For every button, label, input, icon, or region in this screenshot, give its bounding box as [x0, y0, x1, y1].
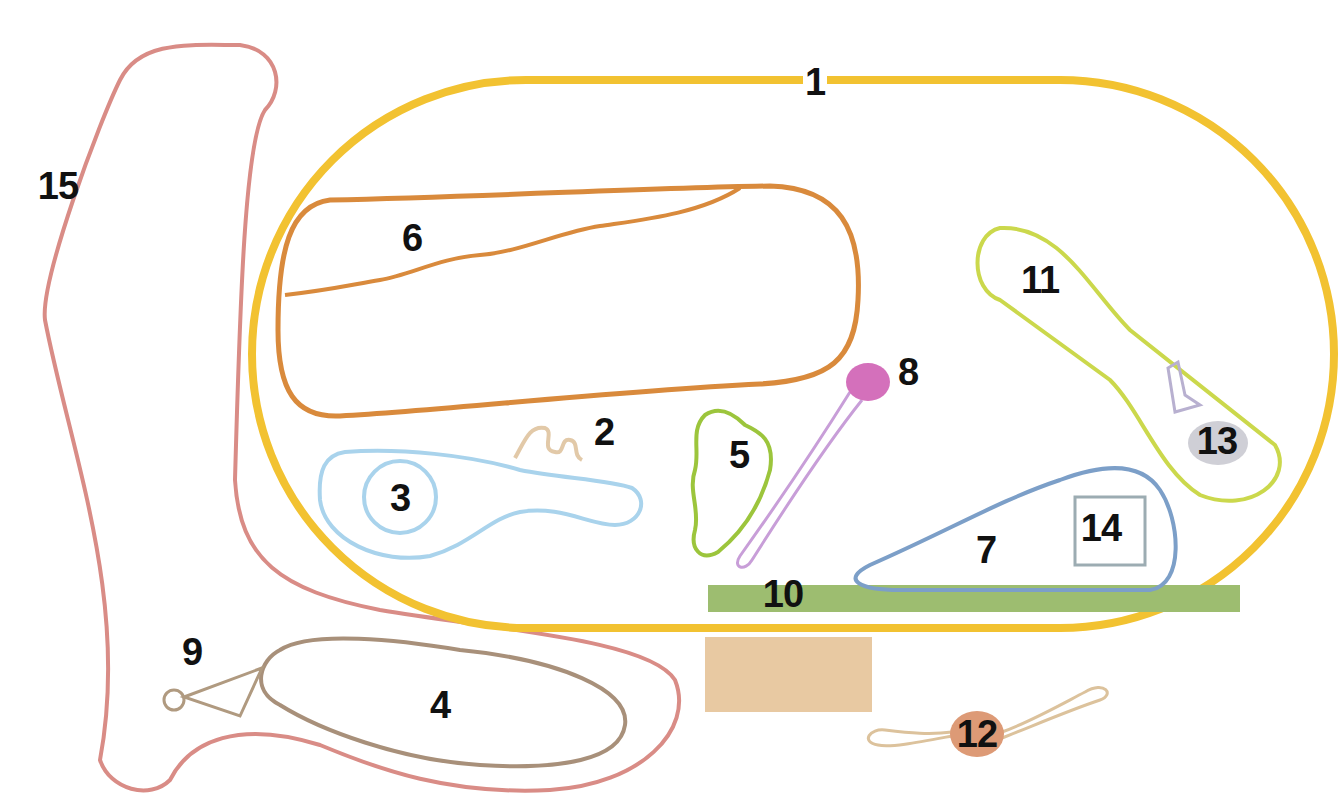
callout-number: 6 — [400, 218, 424, 258]
callout-number: 11 — [1019, 260, 1061, 300]
part-outline — [856, 468, 1176, 590]
callout-number: 3 — [388, 478, 412, 518]
part-fill — [846, 363, 890, 401]
part-outline — [320, 451, 641, 558]
part-outline — [737, 392, 862, 567]
part-outline — [1002, 687, 1107, 738]
part-outline — [164, 690, 184, 710]
cell-wall — [252, 80, 1334, 628]
part-outline — [364, 461, 436, 533]
part-outline — [868, 730, 952, 746]
part-outline — [184, 668, 262, 716]
callout-number: 5 — [727, 435, 751, 475]
callout-number: 14 — [1079, 508, 1123, 548]
callout-number: 2 — [592, 412, 616, 452]
part-fill — [950, 711, 1004, 757]
part-outline — [693, 411, 771, 555]
part-outline — [1168, 362, 1200, 412]
nucleoid-outline — [278, 186, 858, 416]
callout-number: 15 — [36, 166, 80, 206]
callout-number: 9 — [180, 632, 204, 672]
dna-strand — [285, 188, 740, 295]
callout-number: 13 — [1195, 421, 1239, 461]
callout-number: 8 — [896, 352, 920, 392]
part-outline — [978, 228, 1280, 501]
plasmid-squiggle — [515, 428, 582, 460]
part-fill — [1188, 421, 1248, 465]
callout-number: 1 — [803, 62, 827, 102]
callout-number: 12 — [955, 714, 999, 754]
part-outline — [261, 638, 625, 766]
callout-number: 7 — [974, 530, 998, 570]
part-outline — [1075, 497, 1145, 565]
tan-block — [705, 637, 872, 712]
callout-number: 10 — [761, 574, 805, 614]
pilus-outline — [45, 45, 679, 791]
callout-number: 4 — [428, 685, 452, 725]
